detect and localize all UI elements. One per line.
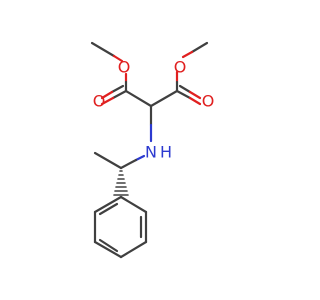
bond-carbonyl-left bbox=[111, 89, 128, 100]
atom-label-oxygen: O bbox=[118, 58, 131, 77]
stereo-hashed-wedge bbox=[113, 170, 129, 196]
atom-label-oxygen: O bbox=[93, 92, 106, 111]
atom-label-oxygen: O bbox=[174, 58, 187, 77]
bond-carbonyl-oxygen-left-double bbox=[100, 90, 114, 100]
bond-oxygen-methyl-right bbox=[181, 50, 194, 59]
benzene-ring bbox=[93, 195, 148, 259]
bond-methyl-right bbox=[190, 41, 209, 54]
molecule-structure: O O O O N H bbox=[90, 41, 215, 259]
atom-label-hydrogen: H bbox=[160, 143, 172, 162]
atom-label-oxygen: O bbox=[202, 92, 215, 111]
bond-amine-to-chiral bbox=[134, 154, 146, 162]
bond-oxygen-methyl-left bbox=[112, 54, 124, 63]
bond-ester-left-to-center bbox=[124, 89, 153, 108]
bond-carbonyl-right-double bbox=[178, 84, 192, 94]
bond-amine-to-chiral-carbon bbox=[119, 158, 138, 170]
bond-center-to-ester-right bbox=[149, 89, 179, 108]
bond-carbonyl-left-double bbox=[110, 84, 125, 94]
bond-carbonyl-right bbox=[175, 89, 192, 100]
bond-methyl-left bbox=[90, 41, 116, 58]
atom-label-nitrogen: N bbox=[145, 143, 157, 162]
bond-carbonyl-oxygen-right bbox=[188, 96, 202, 106]
bond-carbonyl-oxygen-left bbox=[100, 96, 115, 106]
bond-chiral-methyl bbox=[93, 151, 123, 170]
bond-carbonyl-oxygen-right-double bbox=[188, 90, 202, 100]
